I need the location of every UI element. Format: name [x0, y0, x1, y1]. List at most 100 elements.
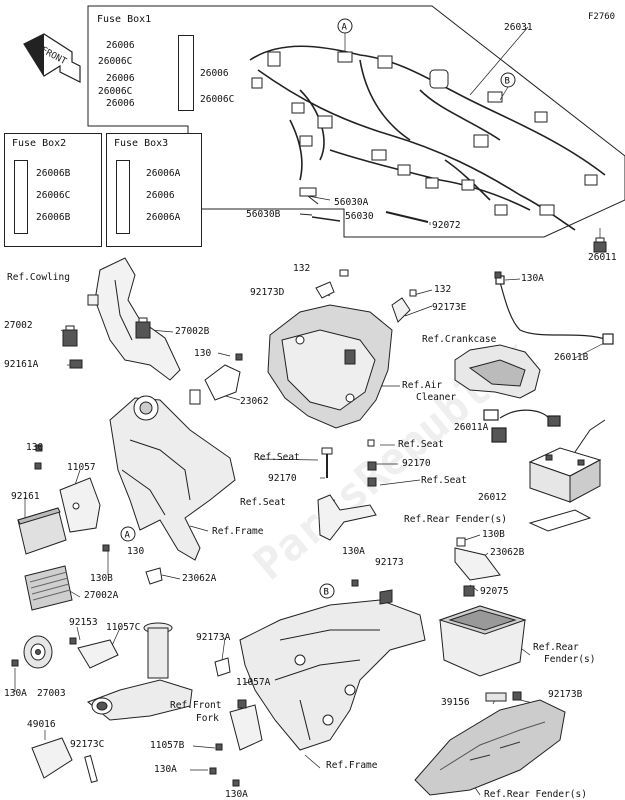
label-56030: 56030	[345, 211, 374, 222]
label-132-upper: 132	[293, 263, 311, 274]
ref-seat-2: Ref.Seat	[254, 452, 300, 463]
battery-pad	[528, 509, 592, 532]
bracket-23062b	[454, 537, 501, 597]
fuse-box2-label-3: 26006B	[36, 212, 71, 223]
fuse-box3-title: Fuse Box3	[114, 138, 169, 149]
label-49016: 49016	[27, 719, 56, 730]
fuse-box2-label-1: 26006B	[36, 168, 71, 179]
ref-frame-lower: Ref.Frame	[326, 760, 378, 771]
label-11057a: 11057A	[236, 677, 271, 688]
fuse-box2-title: Fuse Box2	[12, 138, 67, 149]
front-fork-stem	[87, 622, 193, 721]
clip-92173b	[512, 691, 522, 701]
ref-air-cleaner-1: Ref.Air	[402, 380, 443, 391]
relay-26011	[593, 237, 607, 253]
label-130a-left: 130A	[4, 688, 27, 699]
label-92072: 92072	[432, 220, 461, 231]
fuse-box3-label-2: 26006	[146, 190, 175, 201]
label-11057b: 11057B	[150, 740, 185, 751]
label-11057: 11057	[67, 462, 96, 473]
label-26012: 26012	[478, 492, 507, 503]
label-92161: 92161	[11, 491, 40, 502]
ref-seat-4: Ref.Seat	[240, 497, 286, 508]
label-11057c: 11057C	[106, 622, 141, 633]
clamp-92173	[379, 589, 393, 605]
clip-92173d	[315, 269, 417, 323]
callout-a-top: A	[337, 18, 353, 34]
figure-code: F2760	[588, 12, 616, 22]
label-27003: 27003	[37, 688, 66, 699]
callout-a-frame: A	[120, 526, 136, 542]
harness-outline	[87, 5, 625, 238]
label-26011: 26011	[588, 252, 617, 263]
label-92153: 92153	[69, 617, 98, 628]
label-92173c: 92173C	[70, 739, 105, 750]
fuse-box1-label-6: 26006	[200, 68, 229, 79]
label-23062a: 23062A	[182, 573, 217, 584]
ecu-92161	[17, 507, 67, 555]
ref-frame-upper: Ref.Frame	[212, 526, 264, 537]
label-92173b: 92173B	[548, 689, 583, 700]
label-92173a: 92173A	[196, 632, 231, 643]
ref-rear-fender-1: Ref.Rear Fender(s)	[404, 514, 507, 525]
clamp-92173a	[214, 657, 231, 677]
bracket-11057	[59, 477, 101, 533]
label-130-top: 130	[194, 348, 212, 359]
fuse-box3-block	[116, 160, 130, 234]
battery-case	[438, 605, 527, 677]
rear-fender	[414, 699, 566, 796]
horn-27003	[23, 635, 53, 669]
fuse-box1-block	[178, 35, 194, 111]
clip-23062a	[145, 567, 163, 585]
label-92170-left: 92170	[268, 473, 297, 484]
label-27002b: 27002B	[175, 326, 210, 337]
label-132-lower: 132	[434, 284, 452, 295]
label-130a-bottom1: 130A	[154, 764, 177, 775]
fuse-box1-label-3: 26006	[106, 73, 135, 84]
svg-text:A: A	[342, 23, 348, 33]
label-92173e: 92173E	[432, 302, 467, 313]
label-39156: 39156	[441, 697, 470, 708]
label-130a-top: 130A	[521, 273, 544, 284]
callout-b-top: B	[500, 72, 516, 88]
bolts	[11, 271, 502, 787]
label-92170-right: 92170	[402, 458, 431, 469]
label-26031: 26031	[504, 22, 533, 33]
sensor-lead-26011b	[495, 275, 614, 345]
relay-27002b	[135, 317, 151, 339]
bracket-11057c	[77, 639, 119, 669]
label-92075: 92075	[480, 586, 509, 597]
cowling-bracket	[87, 257, 181, 381]
svg-text:A: A	[125, 531, 131, 541]
ref-front-fork-1: Ref.Front	[170, 700, 222, 711]
label-92173: 92173	[375, 557, 404, 568]
ref-rear-fender-2a: Ref.Rear	[533, 642, 579, 653]
cover-49016	[31, 737, 73, 779]
front-arrow-icon: FRONT	[23, 33, 81, 83]
fuse-box1-label-5: 26006	[106, 98, 135, 109]
svg-text:B: B	[505, 77, 510, 87]
fuse-box3-label-3: 26006A	[146, 212, 181, 223]
harness-connectors	[251, 51, 598, 216]
air-cleaner-housing	[267, 304, 393, 429]
fuse-box1-title: Fuse Box1	[97, 14, 152, 25]
label-27002a: 27002A	[84, 590, 119, 601]
label-56030a: 56030A	[334, 197, 369, 208]
front-frame	[109, 364, 241, 561]
fuse-box1-label-7: 26006C	[200, 94, 235, 105]
ref-cowling: Ref.Cowling	[7, 272, 70, 283]
tie-92173c	[84, 755, 98, 783]
fuse-box2-label-2: 26006C	[36, 190, 71, 201]
ref-air-cleaner-2: Cleaner	[416, 392, 457, 403]
rear-frame	[239, 599, 426, 751]
bracket-11057b	[229, 699, 263, 751]
ref-rear-fender-2b: Fender(s)	[544, 654, 596, 665]
clamp-92161a	[69, 359, 83, 369]
label-130a-bottom2: 130A	[225, 789, 248, 800]
sensor-26011a	[483, 409, 561, 443]
ref-seat-3: Ref.Seat	[421, 475, 467, 486]
label-130b-left: 130B	[90, 573, 113, 584]
crankcase	[454, 344, 541, 399]
